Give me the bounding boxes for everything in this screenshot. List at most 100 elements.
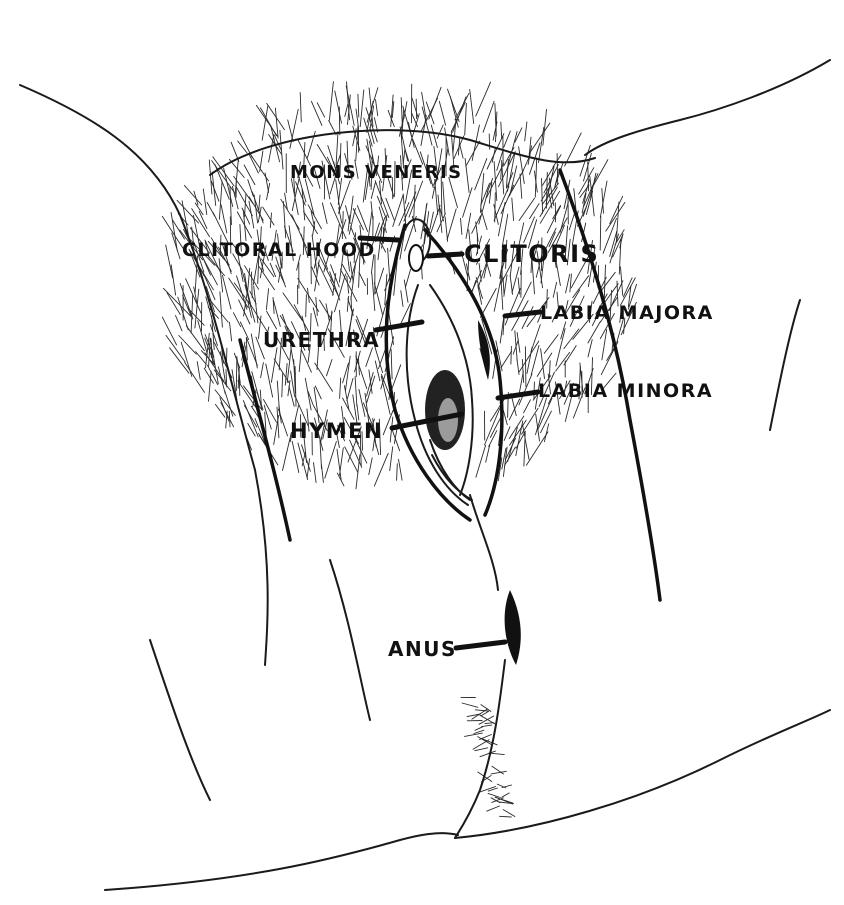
hair-stroke bbox=[501, 122, 502, 138]
hair-stroke bbox=[501, 351, 512, 368]
hair-stroke bbox=[311, 101, 322, 125]
hair-stroke bbox=[525, 122, 527, 141]
hair-stroke bbox=[482, 725, 492, 727]
hair-stroke bbox=[353, 209, 363, 230]
hair-stroke bbox=[219, 181, 222, 219]
hair-stroke bbox=[524, 217, 535, 243]
hair-stroke bbox=[244, 165, 255, 185]
hair-stroke bbox=[359, 272, 365, 285]
hair-stroke bbox=[588, 322, 600, 343]
hair-stroke bbox=[447, 209, 456, 240]
hair-stroke bbox=[221, 205, 227, 233]
leader-clitoris bbox=[428, 254, 462, 256]
hair-stroke bbox=[504, 131, 511, 147]
hair-stroke bbox=[374, 283, 382, 315]
hair-stroke bbox=[448, 89, 460, 121]
hair-stroke bbox=[245, 194, 247, 217]
hair-stroke bbox=[238, 141, 247, 153]
hair-stroke bbox=[524, 400, 531, 413]
hair-stroke bbox=[171, 265, 175, 295]
hair-stroke bbox=[306, 295, 307, 317]
hair-stroke bbox=[197, 362, 200, 380]
hair-stroke bbox=[610, 234, 619, 263]
hair-stroke bbox=[600, 272, 616, 292]
hair-stroke bbox=[553, 206, 561, 219]
hair-stroke bbox=[212, 349, 218, 383]
right-hip-contour bbox=[585, 60, 830, 155]
hair-stroke bbox=[283, 293, 303, 321]
hair-stroke bbox=[519, 198, 535, 220]
hair-stroke bbox=[246, 337, 247, 360]
hair-stroke bbox=[233, 313, 240, 327]
hair-stroke bbox=[372, 273, 375, 311]
hair-stroke bbox=[300, 93, 301, 122]
hair-stroke bbox=[350, 196, 353, 222]
hair-stroke bbox=[544, 335, 558, 354]
hair-stroke bbox=[290, 109, 298, 148]
hair-stroke bbox=[335, 91, 342, 123]
label-urethra: URETHRA bbox=[263, 328, 380, 352]
hair-stroke bbox=[329, 82, 333, 121]
hair-stroke bbox=[261, 363, 264, 378]
anus-shape bbox=[505, 590, 521, 665]
hair-stroke bbox=[265, 173, 269, 192]
hair-stroke bbox=[487, 806, 500, 811]
hair-stroke bbox=[271, 348, 277, 383]
hair-stroke bbox=[541, 411, 552, 433]
hair-stroke bbox=[566, 274, 570, 293]
hair-stroke bbox=[435, 180, 438, 215]
hair-stroke bbox=[390, 447, 393, 471]
hair-stroke bbox=[591, 160, 608, 190]
hair-stroke bbox=[431, 125, 437, 147]
hair-stroke bbox=[376, 268, 384, 293]
hair-stroke bbox=[461, 218, 462, 234]
hair-stroke bbox=[606, 202, 625, 231]
hair-stroke bbox=[529, 123, 550, 154]
hair-stroke bbox=[185, 362, 205, 392]
hair-stroke bbox=[406, 269, 411, 287]
hair-stroke bbox=[437, 125, 443, 139]
hair-stroke bbox=[522, 359, 523, 382]
hair-stroke bbox=[397, 464, 398, 481]
hair-stroke bbox=[184, 185, 201, 205]
hair-stroke bbox=[313, 308, 318, 326]
label-hymen: HYMEN bbox=[290, 419, 383, 443]
gluteal-cleft bbox=[455, 660, 505, 838]
hair-stroke bbox=[401, 98, 402, 126]
hair-stroke bbox=[288, 120, 294, 142]
label-mons-veneris: MONS VENERIS bbox=[290, 162, 463, 183]
hair-stroke bbox=[267, 311, 277, 329]
hair-stroke bbox=[466, 141, 480, 166]
hair-stroke bbox=[212, 172, 216, 205]
clitoris-shape bbox=[409, 245, 423, 271]
hair-stroke bbox=[375, 361, 380, 381]
hair-stroke bbox=[240, 322, 248, 340]
hair-stroke bbox=[339, 208, 342, 223]
left-thigh-contour bbox=[20, 85, 268, 665]
hair-stroke bbox=[476, 445, 486, 477]
hair-stroke bbox=[314, 463, 317, 483]
hair-stroke bbox=[557, 154, 558, 185]
hair-stroke bbox=[462, 703, 478, 707]
hair-stroke bbox=[369, 458, 372, 475]
hair-stroke bbox=[393, 195, 403, 227]
hair-stroke bbox=[547, 206, 560, 233]
hair-stroke bbox=[401, 291, 403, 307]
hair-stroke bbox=[220, 292, 223, 327]
pubic-hair-texture bbox=[162, 82, 636, 817]
leader-anus bbox=[456, 642, 505, 648]
hair-stroke bbox=[176, 316, 183, 331]
hair-stroke bbox=[204, 368, 213, 383]
hair-stroke bbox=[488, 793, 500, 797]
hair-stroke bbox=[403, 106, 412, 137]
hair-stroke bbox=[523, 425, 529, 459]
hair-stroke bbox=[600, 217, 601, 251]
label-labia-majora: LABIA MAJORA bbox=[540, 302, 714, 324]
hair-stroke bbox=[358, 357, 359, 375]
hair-stroke bbox=[439, 101, 445, 125]
hair-stroke bbox=[502, 785, 512, 788]
hair-stroke bbox=[336, 132, 338, 166]
hair-stroke bbox=[465, 733, 483, 736]
hair-stroke bbox=[266, 289, 268, 310]
hair-stroke bbox=[479, 191, 488, 224]
